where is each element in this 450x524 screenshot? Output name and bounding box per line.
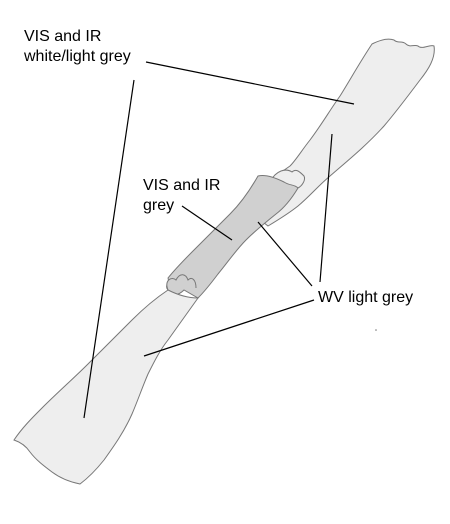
leader-line-grey-to-middle — [181, 205, 233, 241]
label-wv-light-grey: WV light grey — [318, 288, 413, 308]
leader-line-white-to-lower — [83, 79, 135, 419]
leader-line-wv-to-lower — [143, 299, 315, 357]
label-vis-ir-grey-line2: grey — [143, 197, 175, 214]
label-vis-ir-grey: VIS and IR grey — [143, 176, 220, 216]
leader-line-white-to-upper — [145, 61, 355, 105]
label-wv-line1: WV light grey — [318, 289, 414, 306]
label-vis-ir-white-light-grey: VIS and IR white/light grey — [24, 27, 131, 67]
lower-cloud-band — [13, 289, 199, 485]
label-vis-ir-white-line1: VIS and IR — [24, 28, 102, 45]
grey-wisp-edge — [166, 274, 197, 291]
middle-grey-band — [166, 175, 299, 299]
small-speck — [375, 329, 377, 331]
label-vis-ir-white-line2: white/light grey — [24, 48, 131, 65]
label-vis-ir-grey-line1: VIS and IR — [143, 177, 221, 194]
leader-line-wv-to-upper — [319, 133, 333, 283]
leader-line-wv-to-middle — [257, 221, 313, 287]
